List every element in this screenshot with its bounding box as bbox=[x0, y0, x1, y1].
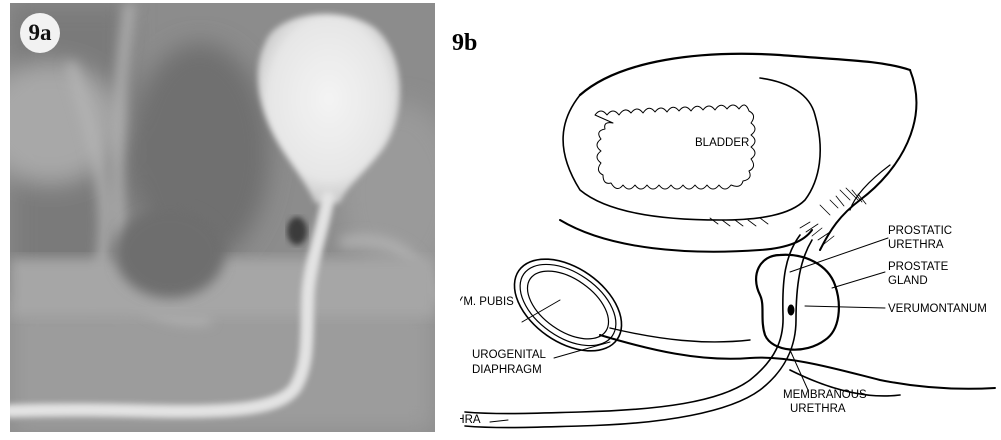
urethrogram-image bbox=[10, 3, 435, 432]
label-urethra: URETHRA bbox=[460, 414, 481, 426]
label-membranous-urethra: URETHRA bbox=[790, 403, 846, 415]
anatomy-diagram: BLADDER PROSTATIC URETHRA PROSTATE GLAND… bbox=[460, 40, 1001, 435]
symphysis-inner bbox=[515, 257, 620, 352]
radiograph-panel: 9a bbox=[10, 3, 435, 432]
urethra-upper-wall bbox=[465, 235, 800, 414]
label-urogenital: UROGENITAL bbox=[472, 349, 547, 361]
label-prostatic: PROSTATIC bbox=[888, 225, 952, 237]
posterior-wall bbox=[820, 70, 916, 250]
label-prostatic-urethra: URETHRA bbox=[888, 239, 944, 251]
verumontanum-mark bbox=[788, 305, 794, 315]
bladder-outer-wall bbox=[580, 54, 910, 95]
pelvic-floor bbox=[560, 220, 812, 252]
panel-a-label: 9a bbox=[20, 13, 60, 53]
label-sym-pubis: SYM. PUBIS bbox=[460, 296, 514, 308]
urogenital-diaphragm bbox=[600, 335, 995, 389]
label-diaphragm: DIAPHRAGM bbox=[472, 364, 542, 376]
bladder-body-outline bbox=[563, 78, 820, 220]
label-prostate-gland: GLAND bbox=[888, 275, 928, 287]
label-prostate: PROSTATE bbox=[888, 261, 949, 273]
label-verumontanum: VERUMONTANUM bbox=[888, 303, 987, 315]
label-membranous: MEMBRANOUS bbox=[783, 389, 867, 401]
label-bladder: BLADDER bbox=[695, 137, 749, 149]
